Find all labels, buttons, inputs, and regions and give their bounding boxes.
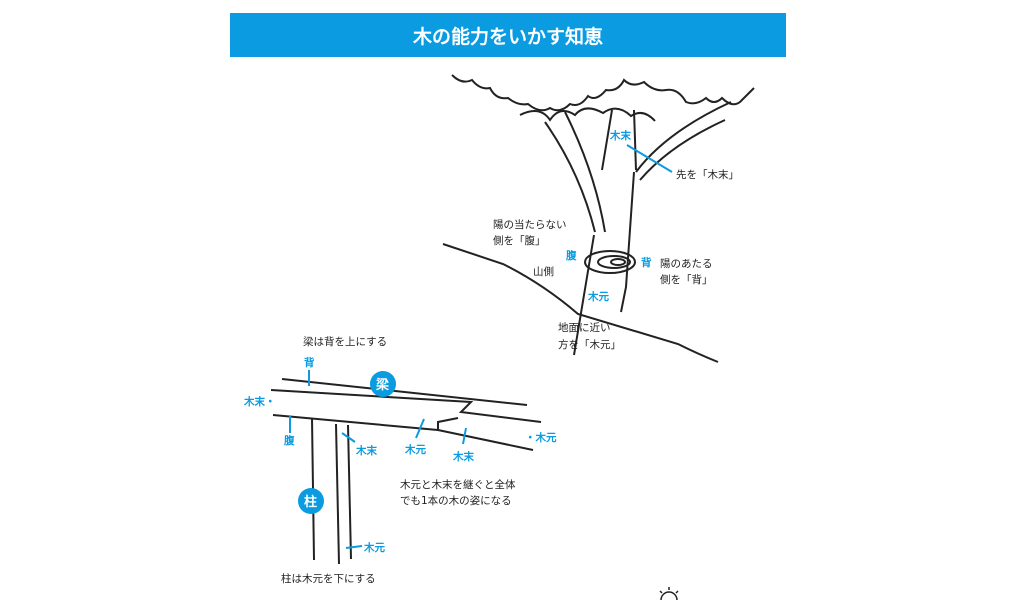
beam-kimoto-right-label: ・木元 xyxy=(525,431,557,444)
joint-note-1: 木元と木末を継ぐと全体 xyxy=(400,478,516,491)
pillar-kimoto-label: 木元 xyxy=(363,541,385,554)
tree-kimoto-note-1: 地面に近い xyxy=(558,321,611,334)
tree-se-note-1: 陽のあたる xyxy=(660,258,713,270)
beam-circle-badge xyxy=(370,371,396,397)
beam-pillar-drawing xyxy=(270,378,542,565)
beam-hara-label: 腹 xyxy=(284,434,295,447)
tree-komatsu-label: 木末 xyxy=(609,129,631,142)
beam-komatsu-left-label: 木末・ xyxy=(243,395,276,408)
beam-se-label: 背 xyxy=(304,356,315,369)
pillar-circle-badge xyxy=(298,488,324,514)
sun-icon xyxy=(659,587,679,600)
joint-note-2: でも1本の木の姿になる xyxy=(400,494,512,507)
tree-hara-note-1: 陽の当たらない xyxy=(493,218,567,231)
tree-yamagawa-label: 山側 xyxy=(533,265,554,278)
beam-komatsu-label-2: 木末 xyxy=(452,450,474,463)
pillar-caption: 柱は木元を下にする xyxy=(281,572,376,585)
beam-komatsu-label-1: 木末 xyxy=(355,444,377,457)
tree-se-label: 背 xyxy=(641,256,652,269)
tree-hara-note-2: 側を「腹」 xyxy=(493,234,546,247)
pillar-circle-label: 柱 xyxy=(304,494,317,510)
tree-hara-label: 腹 xyxy=(566,249,577,262)
beam-circle-label: 梁 xyxy=(375,377,390,393)
tree-drawing xyxy=(442,74,755,363)
beam-kimoto-label-1: 木元 xyxy=(404,443,426,456)
tree-komatsu-note: 先を「木末」 xyxy=(676,168,739,181)
tree-se-note-2: 側を「背」 xyxy=(660,273,713,286)
tree-kimoto-note-2: 方を「木元」 xyxy=(558,338,621,351)
tree-kimoto-label: 木元 xyxy=(587,290,609,303)
beam-caption: 梁は背を上にする xyxy=(303,335,387,348)
page-title: 木の能力をいかす知恵 xyxy=(230,13,786,57)
